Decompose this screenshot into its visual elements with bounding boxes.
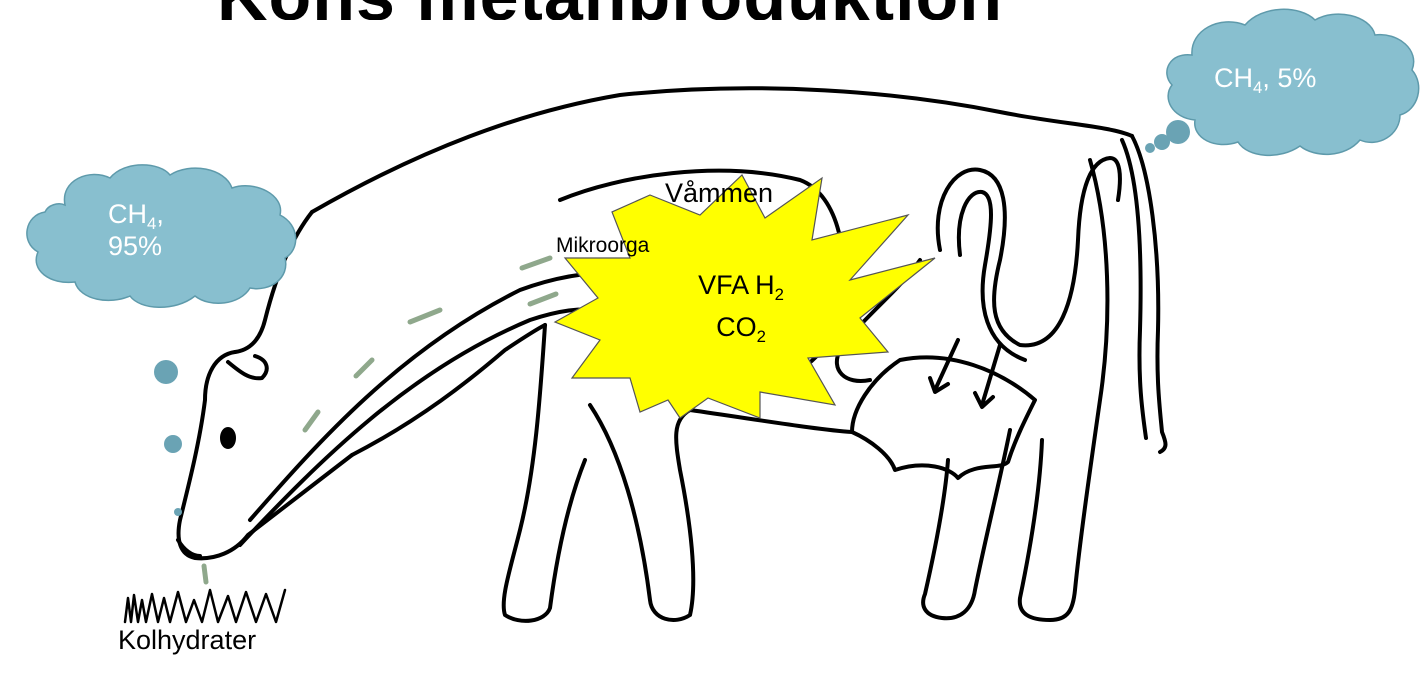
cow-rear-leg-inner	[923, 430, 1010, 618]
microbes-label: Mikroorganismer	[556, 234, 650, 258]
product-co2-subscript: 2	[757, 327, 766, 346]
cow-tail	[1132, 136, 1166, 452]
cloud-rear-text: CH4, 5%	[1214, 62, 1316, 94]
cloud-rear-percent: 5%	[1277, 63, 1316, 93]
cloud-mouth-subscript: 4	[147, 214, 156, 233]
cloud-rear-subscript: 4	[1253, 78, 1262, 97]
bubble-6	[1166, 120, 1190, 144]
cow-belly	[690, 410, 852, 432]
cow-tail-inner	[1122, 140, 1146, 438]
bubble-3	[174, 508, 182, 516]
cow-intestine	[938, 158, 1120, 345]
fermentation-products: VFA H2 CO2	[666, 264, 816, 348]
cow-front-leg-rear	[590, 405, 693, 620]
cow-head	[179, 352, 352, 558]
cloud-rear-sep: ,	[1262, 63, 1277, 93]
cow-front-leg	[504, 325, 585, 621]
carbohydrate-flow-arrow	[204, 258, 556, 582]
bubble-4	[1145, 143, 1155, 153]
cow-rear-leg	[1020, 160, 1108, 620]
cow-muzzle	[178, 540, 200, 556]
cloud-mouth-sep: ,	[156, 199, 164, 229]
grass-label: Kolhydrater	[118, 625, 256, 656]
cow-esophagus-bottom	[240, 309, 600, 545]
cow-throat	[352, 325, 545, 455]
grass-icon	[125, 590, 285, 622]
cow-ear	[228, 356, 267, 378]
bubble-2	[164, 435, 182, 453]
product-h2-subscript: 2	[775, 285, 784, 304]
cloud-mouth-percent: 95%	[108, 231, 162, 261]
product-h2: H	[755, 270, 775, 300]
cloud-mouth-gas: CH	[108, 199, 147, 229]
product-vfa: VFA	[698, 270, 748, 300]
cloud-rear-gas: CH	[1214, 63, 1253, 93]
cow-eye	[222, 429, 234, 447]
cloud-mouth-text: CH4, 95%	[108, 198, 164, 262]
cow-intestine-inner	[959, 192, 1025, 360]
bubble-1	[154, 360, 178, 384]
product-co2: CO	[716, 312, 757, 342]
cow-arrow-1	[930, 340, 958, 392]
rumen-label: Våmmen	[665, 178, 773, 209]
